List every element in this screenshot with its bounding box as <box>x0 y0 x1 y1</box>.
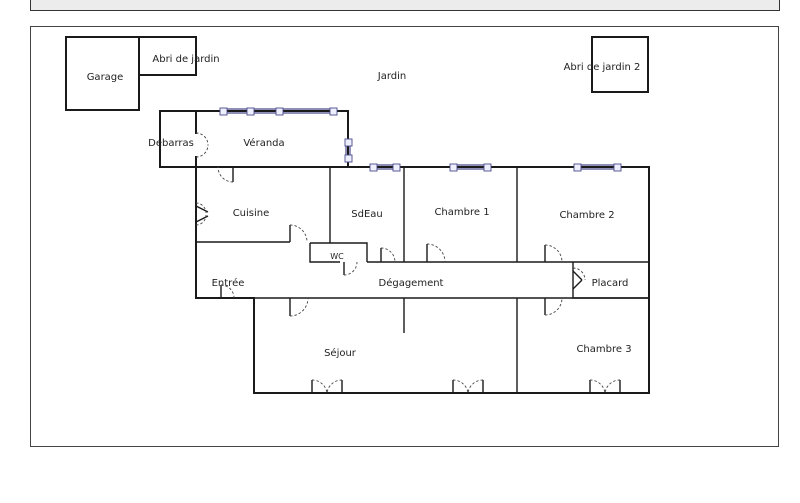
room-label-jardin: Jardin <box>377 71 406 82</box>
garage[interactable] <box>65 36 140 111</box>
abri-de-jardin[interactable] <box>138 36 197 76</box>
room-label-abri-de-jardin-2: Abri de jardin 2 <box>564 62 641 73</box>
room-label-entree: Entrée <box>212 277 245 289</box>
room-label-debarras: Debarras <box>148 138 194 149</box>
house-exterior-walls <box>195 166 650 394</box>
room-label-degagement: Dégagement <box>379 277 444 289</box>
interior-walls <box>196 167 649 393</box>
room-label-sejour: Séjour <box>324 347 357 359</box>
windows <box>219 107 622 172</box>
room-label-garage: Garage <box>87 72 124 83</box>
room-label-placard: Placard <box>592 278 629 289</box>
room-label-abri-de-jardin: Abri de jardin <box>152 54 219 65</box>
abri-de-jardin-2[interactable] <box>591 36 649 93</box>
toolbar-strip <box>30 0 780 11</box>
room-label-wc: WC <box>330 252 344 261</box>
room-label-sdeau: SdEau <box>351 209 382 220</box>
room-label-chambre-3: Chambre 3 <box>576 344 631 355</box>
room-label-cuisine: Cuisine <box>233 208 270 219</box>
floor-plan-canvas <box>30 26 779 447</box>
room-label-chambre-2: Chambre 2 <box>559 210 614 221</box>
room-label-veranda: Véranda <box>243 137 284 149</box>
room-label-chambre-1: Chambre 1 <box>434 207 489 218</box>
doors <box>195 132 621 394</box>
